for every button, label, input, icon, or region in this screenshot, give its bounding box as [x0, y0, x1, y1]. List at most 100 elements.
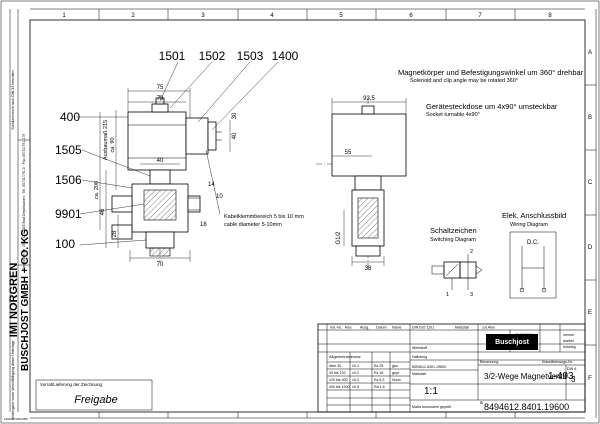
- dim-18: 18: [200, 222, 207, 228]
- class-label: Klassifizierungs-Nr.: [542, 360, 573, 364]
- dim-g12: G1/2: [336, 231, 342, 245]
- row-label-d: D: [588, 245, 593, 251]
- buschjost-logo: Buschjost: [495, 339, 530, 346]
- range-4: 400 bis 1000: [329, 385, 350, 389]
- callout-100: 100: [55, 237, 75, 251]
- callout-400: 400: [60, 110, 80, 124]
- schematic-port-2: 2: [470, 249, 473, 255]
- title-hdr-name: Name: [392, 326, 402, 330]
- tol-1: ±0,1: [352, 364, 359, 368]
- dim-70: 70: [157, 262, 164, 268]
- row-label-a: A: [588, 50, 592, 56]
- name-2: doebel: [563, 339, 574, 343]
- callout-1501: 1501: [159, 49, 186, 63]
- dim-ausbau-215: Ausbaumaß 215: [103, 120, 109, 160]
- dim-ca-200: ca. 200: [94, 181, 100, 199]
- note-socket-de: Gerätesteckdose um 4x90° umsteckbar: [426, 102, 558, 111]
- date-3: 31.08.2004: [515, 345, 533, 349]
- sheet-label: Bl.: [480, 401, 484, 405]
- title-hdr-datum: Datum: [376, 326, 387, 330]
- front-view: [99, 88, 231, 262]
- title-hdr-scale: Maßstab: [455, 326, 469, 330]
- row-gepr: gepr.: [392, 371, 400, 375]
- title-hdr-ind: Ind.-Nr.: [330, 326, 342, 330]
- schematic-port-1: 1: [446, 292, 449, 298]
- range-1: über 30: [329, 364, 341, 368]
- callout-1506: 1506: [55, 173, 82, 187]
- tol-4: ±0,5: [352, 385, 359, 389]
- dim-14: 14: [208, 182, 215, 188]
- title-hdr-din: DIN ISO 1101: [412, 326, 434, 330]
- dim-28: 28: [112, 230, 118, 237]
- col-label-4: 4: [270, 13, 274, 19]
- row-label-e: E: [588, 310, 592, 316]
- row-gez: gez.: [392, 364, 399, 368]
- schematic-port-3: 3: [470, 292, 473, 298]
- inner-frame: [29, 19, 586, 413]
- class-number: 1-493: [548, 371, 574, 382]
- row-label-c: C: [588, 180, 593, 186]
- surface-3: Rz 6,3: [374, 378, 384, 382]
- wiring-diagram-symbol: [509, 231, 557, 299]
- dim-30: 30: [232, 112, 238, 119]
- col-label-2: 2: [131, 13, 135, 19]
- material-label: Werkstoff: [412, 346, 427, 350]
- col-label-1: 1: [62, 13, 66, 19]
- col-label-3: 3: [201, 13, 205, 19]
- callout-leaders: [76, 61, 279, 246]
- name-3: hoheisg: [563, 345, 576, 349]
- dim-46: 46: [100, 208, 106, 215]
- release-stamp: Freigabe: [74, 394, 117, 406]
- schematic-title-de: Schaltzeichen: [430, 226, 477, 235]
- mass-note: Maße besonders geprüft: [412, 405, 451, 409]
- margin-top-note: Schutzvermerk nach DIN 34 beachten: [11, 70, 15, 129]
- title-hdr-zul: zul.Abw.: [482, 326, 495, 330]
- margin-company-line1: IMI NORGREN: [8, 263, 20, 338]
- date-2: 27.08.2004: [515, 339, 533, 343]
- title-block: [317, 323, 586, 413]
- tol-2: ±0,2: [352, 371, 359, 375]
- margin-address: Detmolder Str. 256 · D-32545 Bad Oeynhau…: [22, 134, 26, 270]
- date-1: 27.08.2004: [515, 333, 533, 337]
- range-3: 120 bis 400: [329, 378, 348, 382]
- note-socket-en: Socket turnable 4x90°: [426, 112, 480, 118]
- dim-55: 55: [345, 150, 352, 156]
- row-label-b: B: [588, 115, 592, 121]
- col-label-5: 5: [339, 13, 343, 19]
- schematic-title-en: Switching Diagram: [430, 237, 476, 243]
- callout-1400: 1400: [272, 49, 299, 63]
- callout-1503: 1503: [237, 49, 264, 63]
- col-label-8: 8: [548, 13, 552, 19]
- surface-4: Ra 1,6: [374, 385, 385, 389]
- dim-73: 73: [157, 96, 164, 102]
- wiring-dc-label: D.C.: [527, 240, 539, 246]
- release-box-caption: Vorrat/Lieferung der Zeichnung: [40, 382, 103, 387]
- dim-75: 75: [157, 85, 164, 91]
- cable-note-de: Kabelklemmbereich 5 bis 10 mm: [224, 214, 304, 220]
- designation-label: Benennung: [480, 360, 498, 364]
- dim-40-coil: 40: [157, 158, 164, 164]
- switching-diagram-symbol: [431, 254, 483, 290]
- wiring-title-de: Elek. Anschlussbild: [502, 211, 566, 220]
- scale-label: Maßstab: [412, 372, 426, 376]
- drawing-title: 3/2-Wege Magnetventil: [484, 372, 566, 381]
- callout-9901: 9901: [55, 207, 82, 221]
- halbzeug-label: Halbzeug: [412, 355, 427, 359]
- sheet-number: 3: [571, 375, 576, 384]
- margin-company-line2: BUSCHJOST GMBH + CO. KG: [20, 229, 31, 371]
- dim-93-5: 93,5: [363, 96, 375, 102]
- dim-10: 10: [216, 194, 223, 200]
- dim-ca-90: ca. 90: [110, 138, 116, 153]
- side-view: [316, 98, 407, 268]
- surface-2: Rz 16: [374, 371, 383, 375]
- name-1: menne: [563, 333, 574, 337]
- title-hdr-ausg: Ausg.: [360, 326, 369, 330]
- col-label-7: 7: [478, 13, 482, 19]
- callout-1505: 1505: [55, 143, 82, 157]
- title-hdr-rev: Rev.: [345, 326, 352, 330]
- row-label-f: F: [588, 376, 592, 382]
- tol-3: ±0,3: [352, 378, 359, 382]
